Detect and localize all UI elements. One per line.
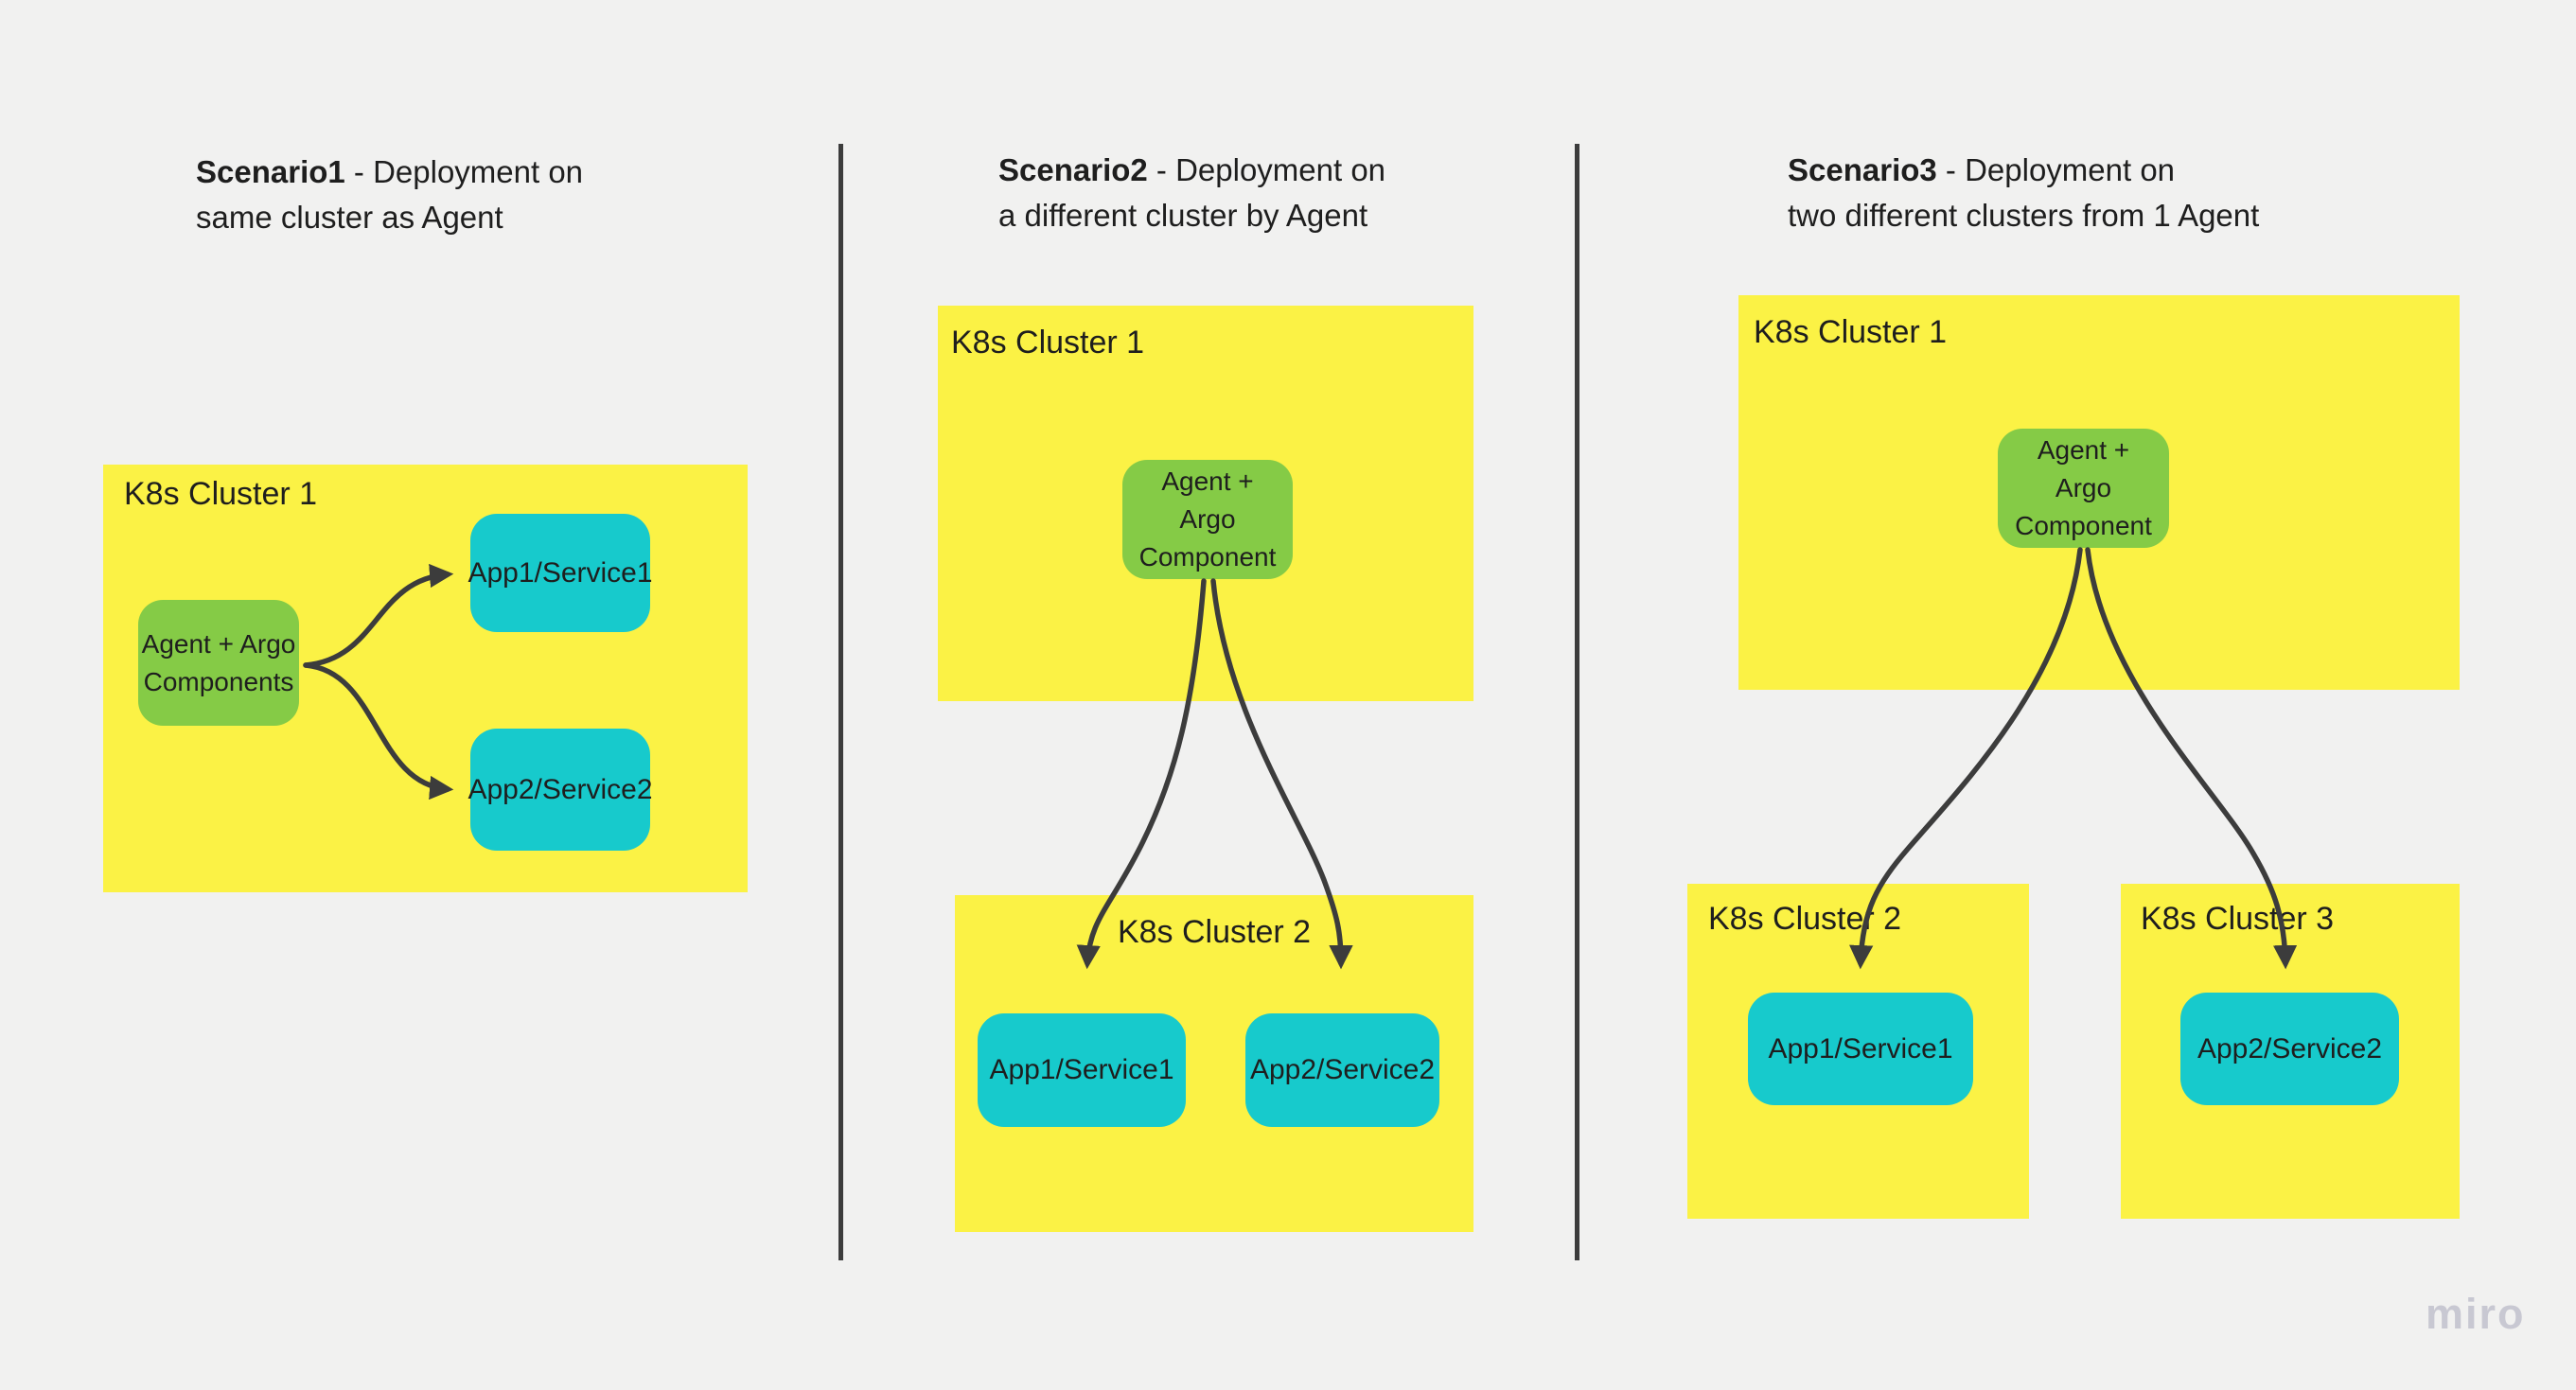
scenario2-title[interactable]: Scenario2 - Deployment on a different cl… [998, 148, 1385, 238]
s3-app1-node[interactable]: App1/Service1 [1748, 993, 1973, 1105]
divider-line-1[interactable] [838, 144, 843, 1260]
scenario2-title-rest: - Deployment on a different cluster by A… [998, 152, 1386, 233]
s3-app2-label: App2/Service2 [2197, 1032, 2383, 1064]
miro-watermark: miro [2426, 1290, 2526, 1338]
scenario2-title-bold: Scenario2 [998, 152, 1148, 187]
divider-line-2[interactable] [1575, 144, 1579, 1260]
s2-app2-label: App2/Service2 [1249, 1054, 1436, 1085]
s3-agent-node[interactable]: Agent + Argo Component [1998, 429, 2169, 548]
s1-app2-label: App2/Service2 [468, 773, 653, 805]
s2-cluster1-label: K8s Cluster 1 [951, 325, 1145, 361]
s2-app2-node[interactable]: App2/Service2 [1245, 1013, 1439, 1127]
scenario1-title-rest: - Deployment on same cluster as Agent [196, 154, 584, 235]
s3-app1-label: App1/Service1 [1768, 1032, 1953, 1064]
s3-cluster3-label: K8s Cluster 3 [2141, 901, 2335, 937]
s1-agent-label: Agent + Argo Components [141, 628, 296, 696]
s1-app1-node[interactable]: App1/Service1 [468, 514, 653, 632]
s2-cluster2-label: K8s Cluster 2 [1117, 914, 1312, 950]
s3-connector-agent-app1[interactable] [1849, 547, 2083, 970]
scenario3-title-rest: - Deployment on two different clusters f… [1788, 152, 2260, 233]
s3-app2-node[interactable]: App2/Service2 [2180, 993, 2399, 1105]
s3-connector-agent-app2[interactable] [2085, 547, 2298, 970]
s3-cluster2-label: K8s Cluster 2 [1708, 901, 1902, 937]
s3-agent-label: Agent + Argo Component [2015, 435, 2152, 540]
s1-connector-agent-app2[interactable] [303, 662, 454, 801]
s1-agent-node[interactable]: Agent + Argo Components [138, 600, 299, 726]
scenario3-title-bold: Scenario3 [1788, 152, 1937, 187]
s2-connector-agent-app2[interactable] [1210, 578, 1353, 970]
s1-app2-node[interactable]: App2/Service2 [468, 729, 653, 851]
scenario1-title[interactable]: Scenario1 - Deployment on same cluster a… [196, 150, 583, 240]
scenario3-title[interactable]: Scenario3 - Deployment on two different … [1788, 148, 2259, 238]
s2-agent-label: Agent + Argo Component [1138, 466, 1277, 572]
s2-agent-node[interactable]: Agent + Argo Component [1122, 460, 1293, 579]
s3-cluster1-label: K8s Cluster 1 [1754, 314, 1948, 350]
s1-cluster1-label: K8s Cluster 1 [124, 476, 318, 512]
s2-connector-agent-app1[interactable] [1076, 578, 1207, 970]
s1-app1-label: App1/Service1 [468, 556, 653, 589]
scenario1-title-bold: Scenario1 [196, 154, 345, 189]
s2-app1-label: App1/Service1 [989, 1054, 1174, 1085]
s1-connector-agent-app1[interactable] [303, 563, 454, 668]
s2-app1-node[interactable]: App1/Service1 [978, 1013, 1186, 1127]
